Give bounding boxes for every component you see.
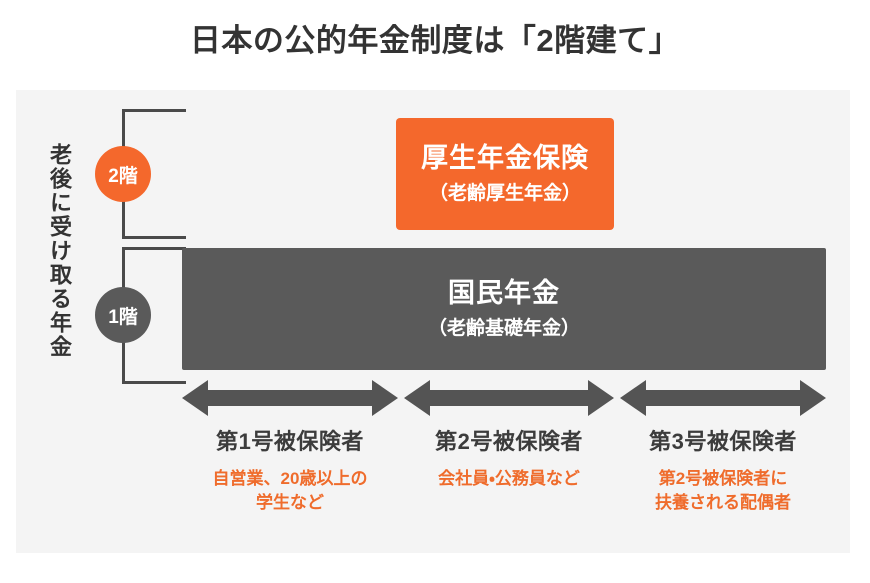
tier-box-employees-pension: 厚生年金保険 （老齢厚生年金）	[396, 118, 614, 230]
bracket-tick-top	[122, 109, 186, 112]
category-1-description-line-2: 学生など	[256, 493, 324, 513]
bracket-tick-bottom	[122, 381, 186, 384]
page-title: 日本の公的年金制度は「2階建て」	[189, 23, 681, 58]
tier-box-national-pension-subtitle: （老齢基礎年金）	[427, 317, 580, 339]
tier-box-national-pension-title: 国民年金	[448, 278, 560, 309]
double-headed-arrow-icon-3	[620, 378, 826, 418]
category-column-3: 第3号被保険者 第2号被保険者に 扶養される配偶者	[620, 428, 826, 516]
tier-box-national-pension: 国民年金 （老齢基礎年金）	[182, 248, 826, 370]
bracket-tick-bottom	[122, 236, 186, 239]
arrow-row	[182, 378, 826, 418]
floor-badge-2-label: 2階	[108, 165, 138, 187]
category-2-title: 第2号被保険者	[435, 429, 583, 454]
double-headed-arrow-icon-2	[404, 378, 614, 418]
tier-box-employees-pension-title: 厚生年金保険	[421, 143, 589, 174]
category-3-description-line-1: 第2号被保険者に	[658, 468, 788, 488]
category-1-title: 第1号被保険者	[216, 429, 364, 454]
floor-badge-2: 2階	[95, 146, 151, 202]
tier-box-employees-pension-subtitle: （老齢厚生年金）	[428, 182, 581, 204]
vertical-axis-label: 老後に受け取る年金	[47, 143, 72, 359]
category-column-2: 第2号被保険者 会社員・公務員など	[404, 428, 614, 491]
bracket-tick-top	[122, 247, 186, 250]
category-column-1: 第1号被保険者 自営業、20歳以上の 学生など	[182, 428, 398, 516]
floor-badge-1-label: 1階	[108, 306, 138, 328]
category-2-description: 会社員・公務員など	[404, 467, 614, 492]
category-2-description-line-1: 会社員・公務員など	[438, 468, 580, 488]
category-3-description: 第2号被保険者に 扶養される配偶者	[620, 467, 826, 516]
category-1-description: 自営業、20歳以上の 学生など	[182, 467, 398, 516]
category-1-description-line-1: 自営業、20歳以上の	[212, 468, 368, 488]
double-headed-arrow-icon-1	[182, 378, 398, 418]
category-3-description-line-2: 扶養される配偶者	[655, 493, 791, 513]
category-3-title: 第3号被保険者	[649, 429, 797, 454]
floor-badge-1: 1階	[95, 287, 151, 343]
